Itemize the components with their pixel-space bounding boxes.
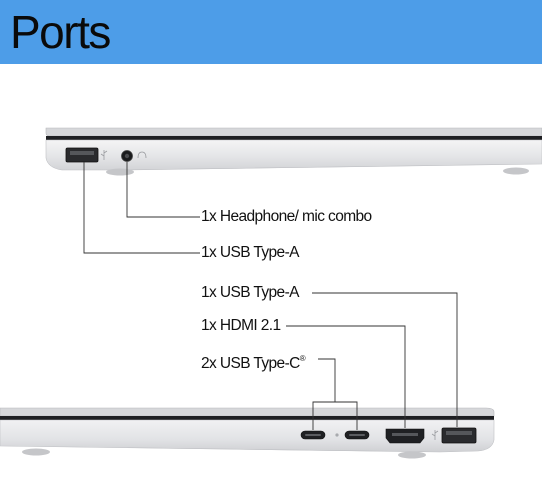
indicator-light [335, 433, 339, 437]
usb-c-port-1 [300, 430, 326, 440]
callout-headphone-mic-combo: 1x Headphone/ mic combo [201, 208, 372, 225]
usb-icon [100, 150, 108, 160]
headphone-jack [121, 150, 133, 162]
leader-line-usb-a-right [312, 292, 458, 427]
leader-line-usb-c [312, 358, 358, 430]
registered-mark: ® [299, 354, 306, 363]
page-title: Ports [10, 6, 111, 58]
usb-a-port-right [441, 427, 477, 444]
leader-line-usb-a-left [83, 162, 200, 254]
laptop-left-side [45, 127, 542, 176]
headphone-icon [137, 151, 147, 159]
leader-line-hdmi [286, 325, 406, 428]
header-bar: Ports [0, 0, 542, 64]
usb-a-port-left [65, 147, 99, 163]
leader-line-headphone [126, 162, 200, 218]
callout-hdmi: 1x HDMI 2.1 [201, 317, 281, 334]
callout-usb-type-c: 2x USB Type-C® [201, 350, 306, 373]
usb-c-port-2 [344, 430, 370, 440]
callout-usb-type-a-left: 1x USB Type-A [201, 244, 299, 261]
usb-icon [431, 430, 439, 440]
laptop-right-side [0, 407, 495, 459]
callout-usb-type-c-label: 2x USB Type-C [201, 355, 300, 372]
callout-usb-type-a-right: 1x USB Type-A [201, 284, 299, 301]
hdmi-port [385, 428, 425, 444]
